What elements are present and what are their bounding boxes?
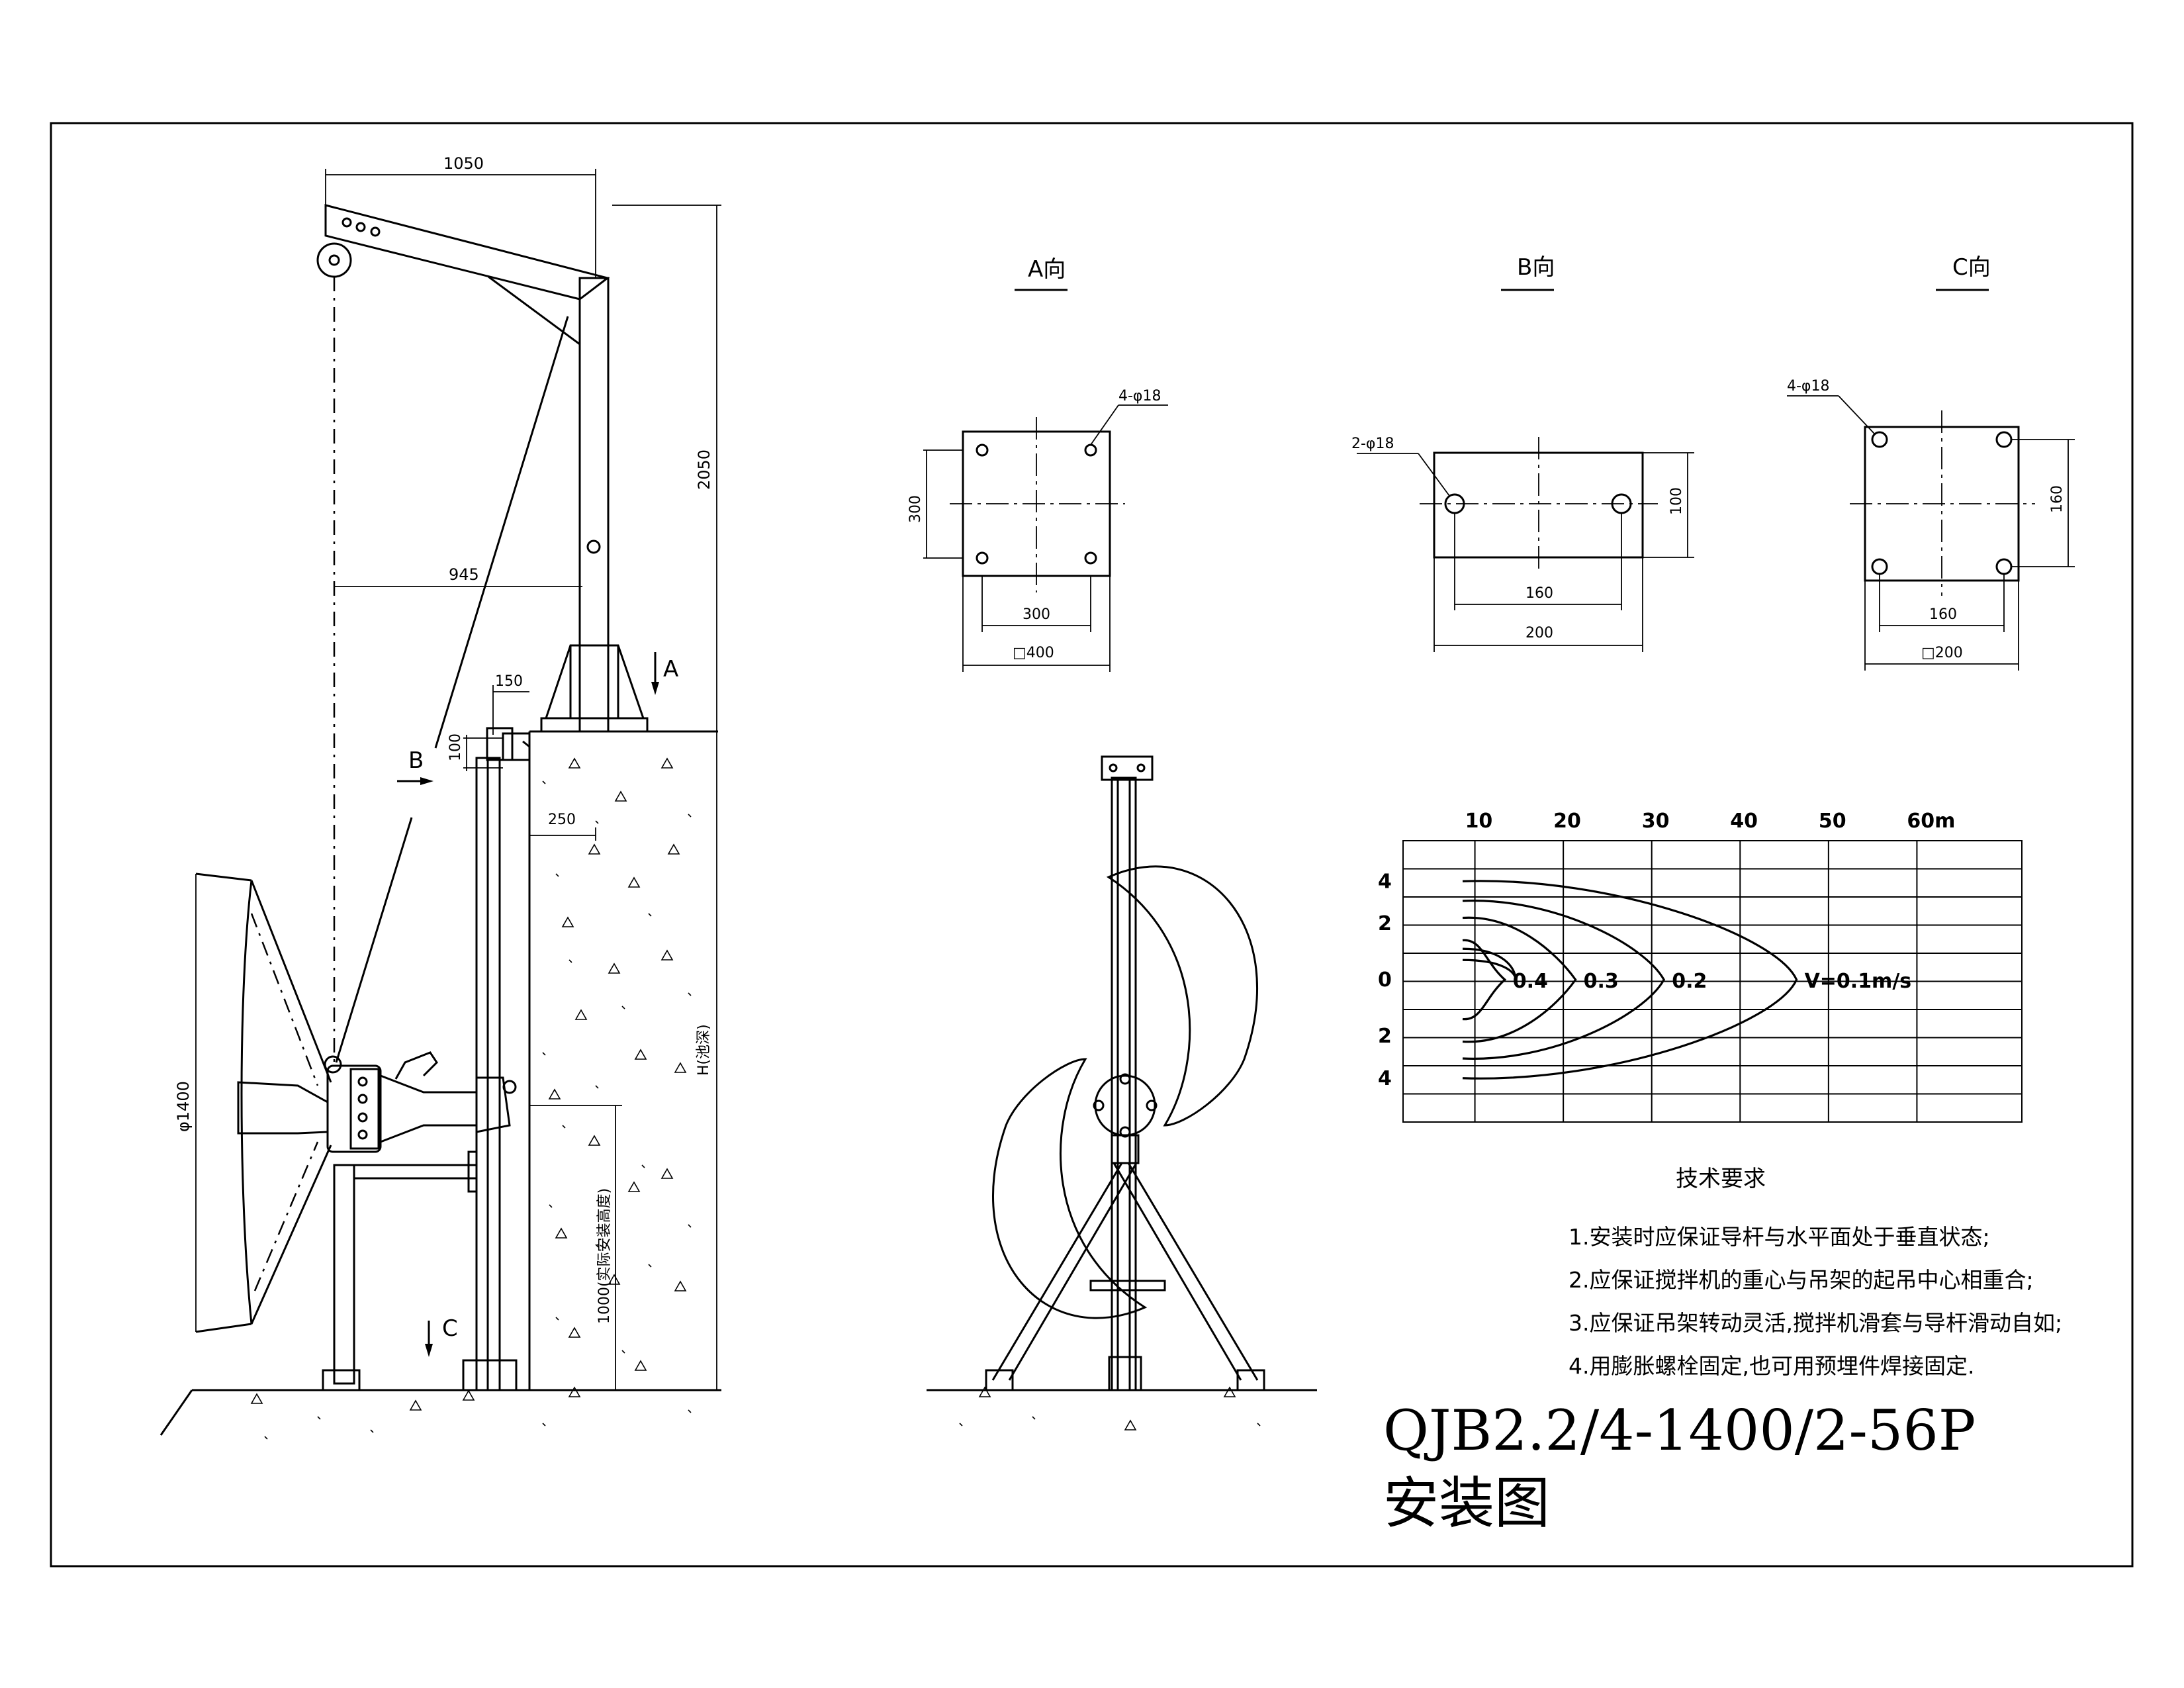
velocity-contour: [1462, 880, 1798, 1080]
dim-diameter: φ1400: [174, 1081, 193, 1132]
propeller-side-profile: [195, 872, 332, 1333]
velocity-contour-inner: [1462, 947, 1517, 980]
view-b-dim-height: 100: [1668, 487, 1685, 515]
dim-boom: 1050: [443, 154, 484, 173]
y-tick-label: 2: [1378, 1025, 1392, 1048]
view-b-dim-inner: 160: [1525, 585, 1553, 602]
view-a-dim-height: 300: [907, 495, 924, 523]
dim-250: 250: [548, 812, 576, 828]
view-c-title: C向: [1952, 254, 1991, 281]
y-tick-label: 4: [1378, 870, 1392, 893]
view-a-holes: 4-φ18: [1118, 388, 1161, 404]
drawing-frame: [50, 122, 2134, 1568]
arrow-a-label: A: [663, 656, 678, 682]
model-number: QJB2.2/4-1400/2-56P: [1383, 1398, 1976, 1463]
contour-label: 0.4: [1513, 970, 1548, 993]
x-tick-label: 20: [1553, 810, 1581, 833]
mixer-motor: [324, 1051, 478, 1153]
dim-150: 150: [495, 673, 523, 690]
view-c-dim-inner: 160: [1929, 606, 1957, 623]
velocity-contour: [1462, 939, 1507, 1021]
contour-label: 0.3: [1584, 970, 1619, 993]
view-c-holes: 4-φ18: [1787, 378, 1829, 395]
view-c-dim-outer: □200: [1921, 645, 1963, 661]
chart-x-ticks: 10 20 30 40 50 60m: [1465, 810, 1956, 833]
dim-100: 100: [447, 733, 464, 761]
technical-requirements: 技术要求 1.安装时应保证导杆与水平面处于垂直状态; 2.应保证搅拌机的重心与吊…: [1569, 1166, 2062, 1379]
dim-install-height: 1000(实际安装高度): [596, 1188, 613, 1324]
view-a-dim-inner: 300: [1023, 606, 1050, 623]
y-tick-label: 2: [1378, 912, 1392, 935]
concrete-hatching: [250, 757, 1261, 1440]
x-tick-label: 60m: [1907, 810, 1955, 833]
y-tick-label: 4: [1378, 1067, 1392, 1090]
front-view-propeller: [927, 755, 1317, 1391]
x-tick-label: 50: [1819, 810, 1846, 833]
arrow-c-label: C: [442, 1315, 458, 1342]
title-block: QJB2.2/4-1400/2-56P 安装图: [1383, 1398, 1976, 1536]
chart-contours: 0.4 0.3 0.2 V=0.1m/s: [1462, 880, 1912, 1080]
chart-y-ticks: 4 2 0 2 4: [1378, 870, 1392, 1090]
arrow-b-label: B: [408, 747, 424, 774]
view-b-holes: 2-φ18: [1351, 436, 1394, 452]
view-c-dim-height: 160: [2049, 485, 2066, 513]
side-elevation-view: 1050 2050 945 150 100 250 φ1400 H(池深) 10…: [159, 154, 721, 1436]
x-tick-label: 30: [1642, 810, 1670, 833]
view-b-title: B向: [1517, 254, 1555, 281]
x-tick-label: 40: [1730, 810, 1758, 833]
view-a-title: A向: [1028, 256, 1066, 283]
x-tick-label: 10: [1465, 810, 1493, 833]
contour-label: 0.2: [1672, 970, 1707, 993]
requirement-1: 1.安装时应保证导杆与水平面处于垂直状态;: [1569, 1224, 1990, 1250]
dim-mast: 2050: [695, 449, 713, 490]
velocity-contour: [1462, 916, 1577, 1043]
requirement-3: 3.应保证吊架转动灵活,搅拌机滑套与导杆滑动自如;: [1569, 1310, 2062, 1336]
view-a: A向 4-φ18 300 300 □400: [907, 256, 1168, 672]
y-tick-label: 0: [1378, 968, 1392, 992]
drawing-name: 安装图: [1383, 1471, 1550, 1536]
view-a-dim-outer: □400: [1013, 645, 1054, 661]
dim-reach: 945: [449, 565, 479, 584]
view-b-dim-outer: 200: [1525, 625, 1553, 641]
requirement-4: 4.用膨胀螺栓固定,也可用预埋件焊接固定.: [1569, 1353, 1974, 1379]
chart-grid: [1403, 841, 2022, 1122]
velocity-contour: [1462, 900, 1666, 1060]
dim-depth: H(池深): [696, 1024, 712, 1076]
requirement-2: 2.应保证搅拌机的重心与吊架的起吊中心相重合;: [1569, 1267, 2034, 1293]
view-c: C向 4-φ18 160 160 □200: [1787, 254, 2075, 671]
requirements-title: 技术要求: [1676, 1166, 1766, 1192]
contour-label: V=0.1m/s: [1805, 970, 1912, 993]
view-b: B向 2-φ18 100 160 200: [1351, 254, 1694, 652]
